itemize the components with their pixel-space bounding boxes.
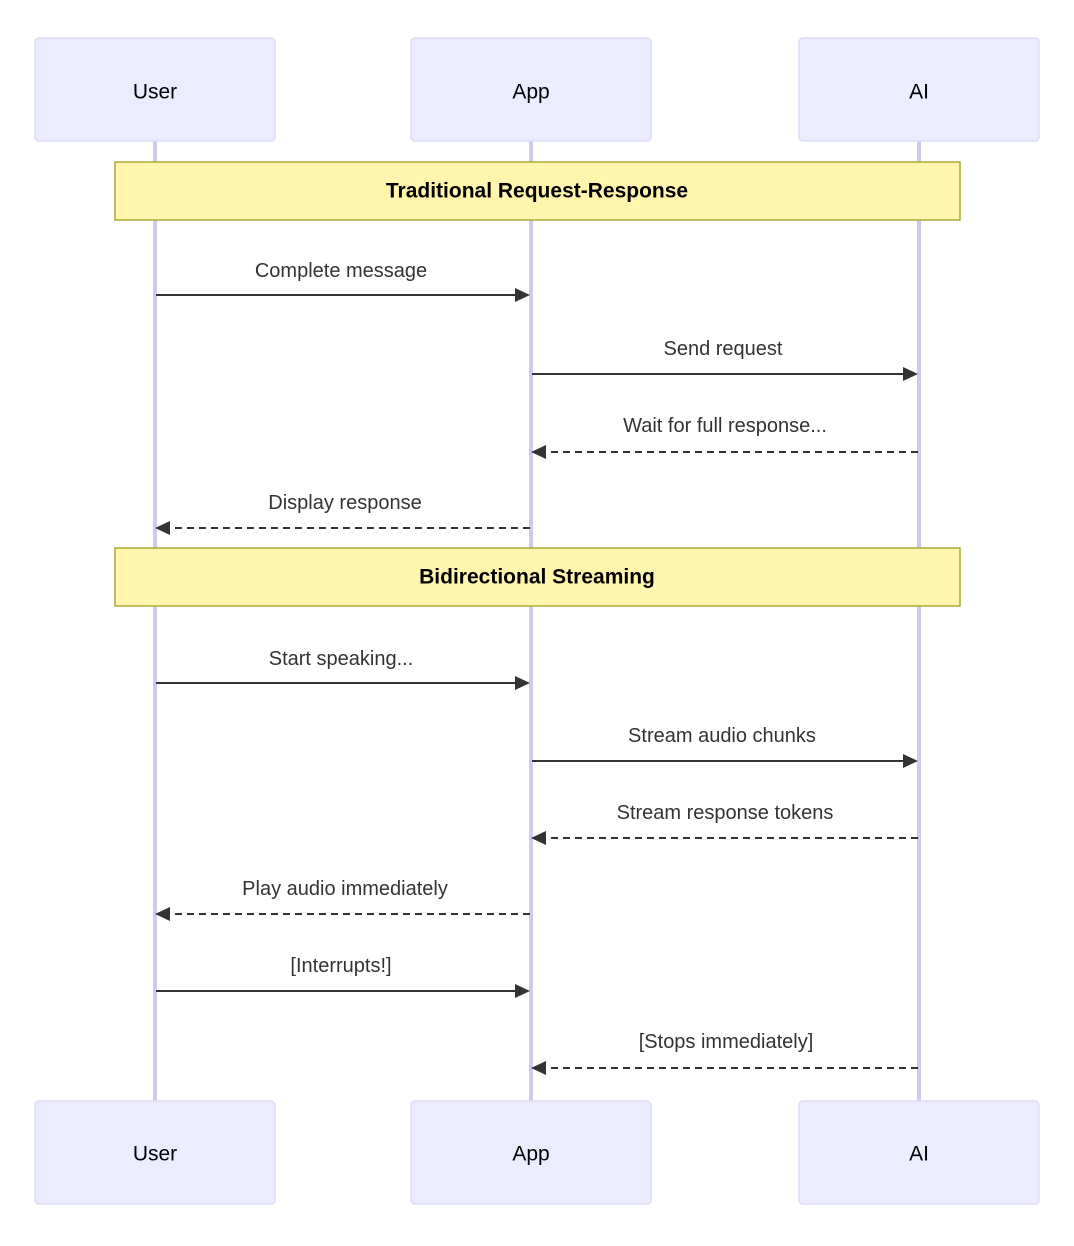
message-display-response: Display response [155,492,530,535]
message-start-speaking: Start speaking... [156,648,530,690]
section-label: Traditional Request-Response [386,180,688,203]
arrow-head-left [155,907,170,921]
actor-box[interactable] [410,37,652,142]
message-label: Display response [268,492,421,514]
actor-top-app[interactable]: App [410,37,652,142]
arrow-head-left [531,445,546,459]
arrow-head-left [155,521,170,535]
message-label: Stream audio chunks [628,725,816,747]
message-complete-message: Complete message [156,260,530,302]
section-header-traditional: Traditional Request-Response [114,161,961,221]
arrow-head-right [515,676,530,690]
actor-label: User [133,1143,177,1166]
actor-box[interactable] [798,37,1040,142]
actor-box[interactable] [34,37,276,142]
message-label: Complete message [255,260,427,282]
message-label: Start speaking... [269,648,414,670]
message-interrupts: [Interrupts!] [156,955,530,998]
message-wait-for-full-response: Wait for full response... [531,415,918,459]
actor-box[interactable] [798,1100,1040,1205]
actor-label: App [512,1143,549,1166]
message-label: Stream response tokens [617,802,834,824]
message-label: Wait for full response... [623,415,827,437]
section-box [114,161,961,221]
arrow-head-right [903,367,918,381]
arrow-head-right [515,984,530,998]
message-stops-immediately: [Stops immediately] [531,1031,918,1075]
message-play-audio-immediately: Play audio immediately [155,878,530,921]
message-label: [Stops immediately] [639,1031,814,1053]
actor-label: User [133,81,177,104]
arrow-head-left [531,1061,546,1075]
section-header-streaming: Bidirectional Streaming [114,547,961,607]
message-send-request: Send request [532,338,918,381]
arrow-head-left [531,831,546,845]
message-stream-audio-chunks: Stream audio chunks [532,725,918,768]
actor-box[interactable] [410,1100,652,1205]
arrow-head-right [515,288,530,302]
actor-top-ai[interactable]: AI [798,37,1040,142]
lifelines [153,140,921,1108]
actor-bottom-ai[interactable]: AI [798,1100,1040,1205]
actor-label: App [512,81,549,104]
section-label: Bidirectional Streaming [419,566,655,589]
message-label: Play audio immediately [242,878,448,900]
actor-bottom-app[interactable]: App [410,1100,652,1205]
arrow-head-right [903,754,918,768]
message-stream-response-tokens: Stream response tokens [531,802,918,845]
message-label: Send request [664,338,783,360]
actor-label: AI [909,81,929,104]
actor-bottom-user[interactable]: User [34,1100,276,1205]
message-label: [Interrupts!] [290,955,391,977]
actor-top-user[interactable]: User [34,37,276,142]
actor-box[interactable] [34,1100,276,1205]
section-box [114,547,961,607]
actor-label: AI [909,1143,929,1166]
